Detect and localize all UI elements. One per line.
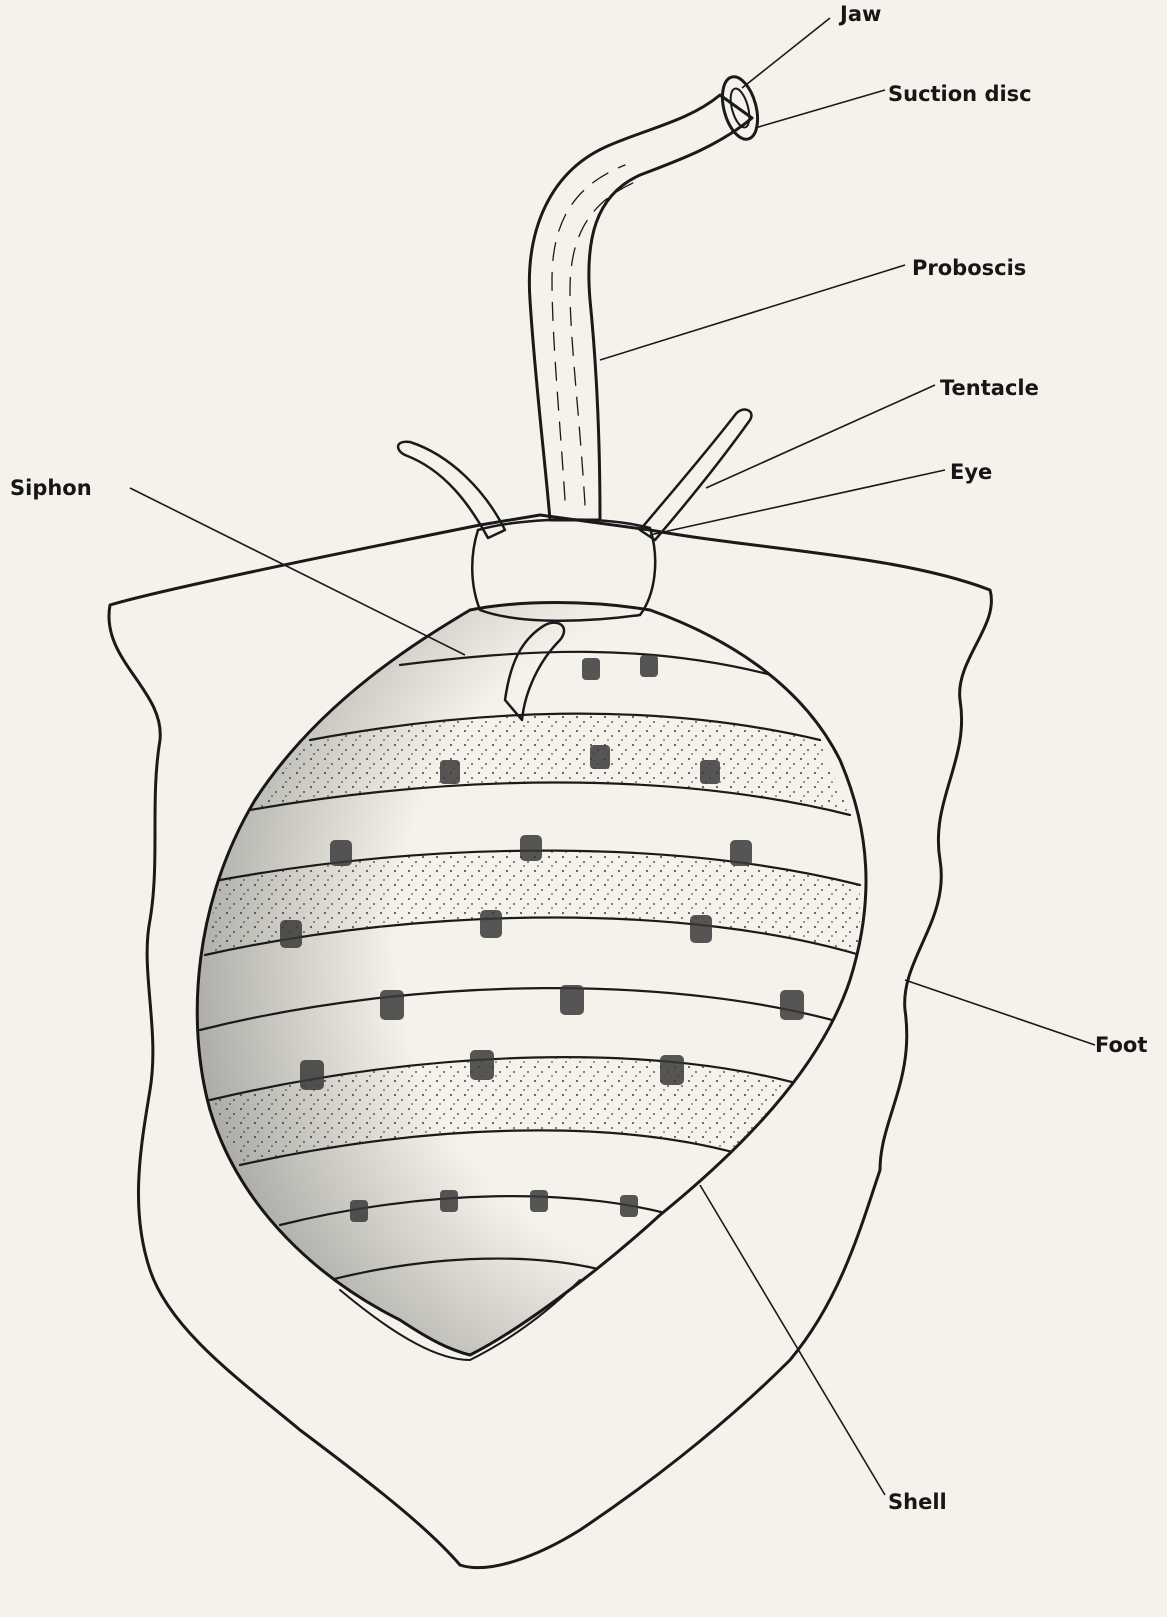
shell-group [180, 600, 880, 1360]
leader-jaw [742, 18, 830, 88]
leader-shell [700, 1185, 885, 1495]
label-foot: Foot [1095, 1035, 1147, 1056]
label-proboscis: Proboscis [912, 258, 1026, 279]
label-tentacle: Tentacle [940, 378, 1039, 399]
leader-siphon [130, 488, 465, 655]
label-shell: Shell [888, 1492, 947, 1513]
leader-foot [905, 980, 1095, 1045]
label-siphon: Siphon [10, 478, 92, 499]
leader-suction-disc [755, 90, 885, 128]
leader-eye [650, 470, 945, 535]
proboscis-body [529, 95, 752, 520]
leader-tentacle [706, 385, 935, 488]
leader-proboscis [600, 265, 905, 360]
label-jaw: Jaw [840, 4, 881, 25]
label-suction-disc: Suction disc [888, 84, 1032, 105]
label-eye: Eye [950, 462, 992, 483]
